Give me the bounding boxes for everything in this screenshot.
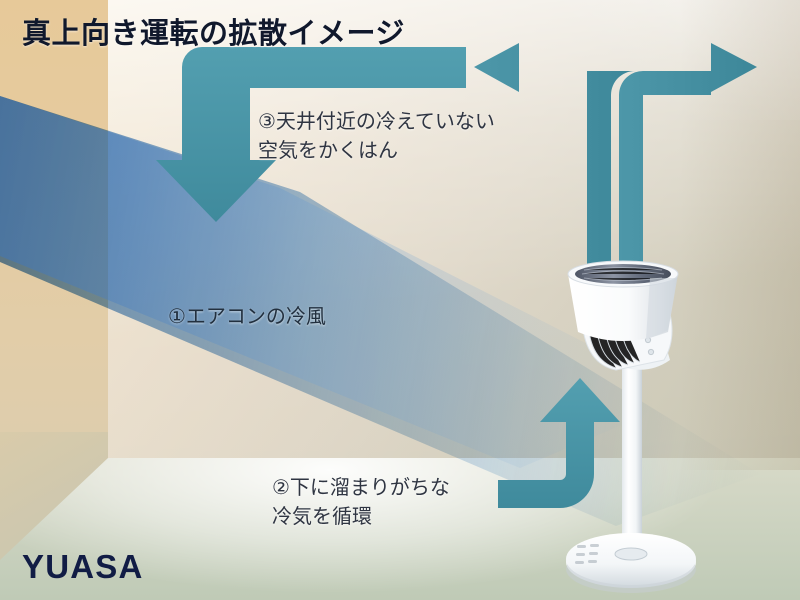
- arrow-fan-up-right: [619, 43, 757, 268]
- arrow-ceiling-left-down: [156, 47, 466, 222]
- arrow-floor-right-up: [498, 378, 620, 508]
- callout-cold-air-from-aircon: ①エアコンの冷風: [168, 306, 326, 328]
- callout-stir-warm-ceiling-air: ③天井付近の冷えていない 空気をかくはん: [258, 111, 495, 162]
- fan-grille-lines: [581, 267, 665, 281]
- callout-circulate-cold-air: ②下に溜まりがちな 冷気を循環: [272, 477, 450, 528]
- fan-pole: [622, 352, 642, 552]
- fan-pole-collar: [614, 547, 648, 561]
- page-title: 真上向き運転の拡散イメージ: [22, 18, 405, 50]
- circulator-fan: [566, 260, 696, 593]
- arrow-fan-up-left: [474, 43, 635, 268]
- brand-logo: YUASA: [22, 548, 144, 585]
- base-control-panel[interactable]: [575, 544, 599, 564]
- ceiling-seam: [540, 0, 800, 120]
- fan-head-shade: [646, 278, 676, 339]
- fan-hinge-screw-2: [647, 348, 655, 356]
